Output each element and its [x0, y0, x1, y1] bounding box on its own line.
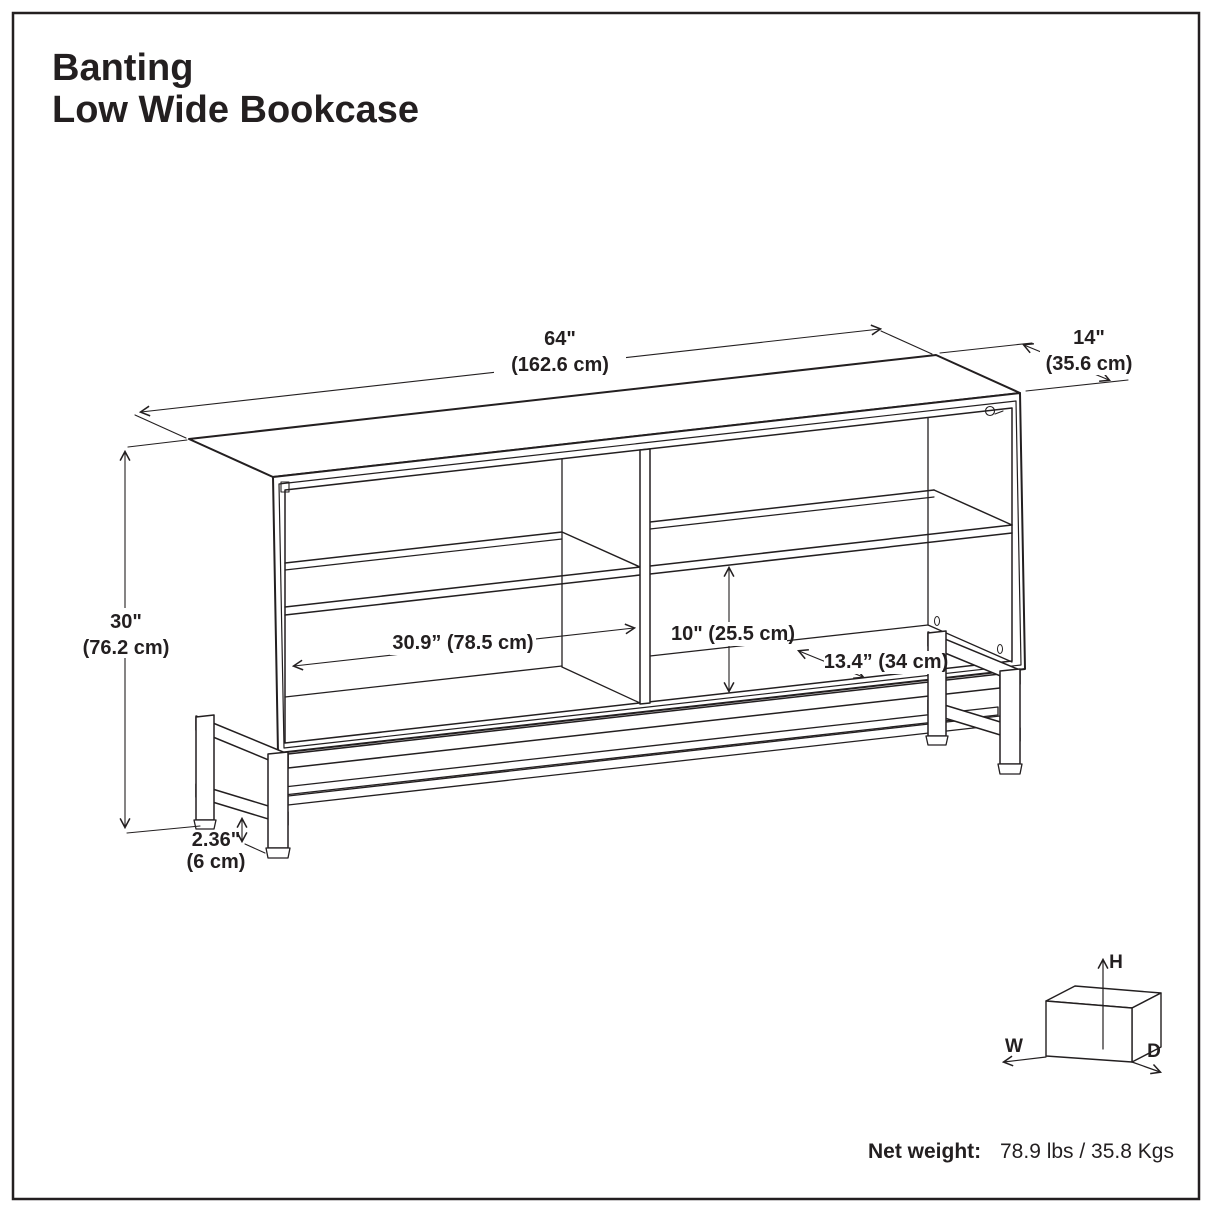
divider-floor-diagonal	[561, 666, 641, 704]
width-metric-label: (162.6 cm)	[511, 354, 609, 376]
width-imperial-label: 64"	[544, 328, 576, 350]
bookcase-drawing	[119, 324, 1129, 859]
shelf-right	[649, 489, 1013, 575]
floor-back-edge-right	[649, 624, 929, 657]
base-clearance-imperial-label: 2.36"	[192, 829, 240, 851]
base-clearance-metric-label: (6 cm)	[187, 851, 246, 873]
extension-line	[1025, 379, 1129, 392]
shelf-pin-hole	[997, 644, 1003, 654]
back-right-leg	[927, 630, 947, 737]
front-opening	[284, 407, 1013, 744]
shelf-left	[284, 531, 641, 616]
label-masks	[80, 348, 1140, 674]
depth-axis-label: D	[1147, 1041, 1161, 1062]
opening-height-label: 10" (25.5 cm)	[671, 623, 795, 645]
dimension-labels: 64" (162.6 cm) 14" (35.6 cm) 30" (76.2 c…	[83, 327, 1133, 873]
shelf-width-label: 30.9” (78.5 cm)	[392, 632, 533, 654]
cube-front-face	[1045, 1000, 1133, 1063]
front-left-leg	[267, 751, 289, 849]
leader-line	[244, 843, 266, 854]
front-frame-mid-line	[278, 400, 1022, 749]
back-left-leg	[195, 714, 215, 821]
cam-lock-tick	[994, 410, 1004, 415]
foot-pad	[997, 763, 1023, 775]
net-weight: Net weight: 78.9 lbs / 35.8 Kgs	[868, 1140, 1174, 1163]
foot-pad	[265, 847, 291, 859]
center-divider	[639, 448, 651, 705]
net-weight-value: 78.9 lbs / 35.8 Kgs	[1000, 1140, 1174, 1163]
floor-back-edge-left	[284, 665, 563, 698]
page-title-line1: Banting	[52, 47, 193, 89]
depth-imperial-label: 14"	[1073, 327, 1105, 349]
depth-metric-label: (35.6 cm)	[1046, 353, 1133, 375]
width-axis-label: W	[1005, 1036, 1023, 1057]
cam-lock-detail-right	[984, 405, 996, 417]
front-right-leg	[999, 668, 1021, 765]
height-imperial-label: 30"	[110, 611, 142, 633]
width-axis-arrow	[1001, 1055, 1047, 1067]
cam-lock-detail-left	[280, 481, 290, 493]
page-border	[11, 11, 1201, 1201]
extension-line	[134, 414, 187, 439]
shelf-depth-label: 13.4” (34 cm)	[824, 651, 949, 673]
extension-line	[126, 825, 201, 834]
depth-axis-arrow	[1131, 1061, 1163, 1075]
height-metric-label: (76.2 cm)	[83, 637, 170, 659]
extension-line	[939, 342, 1033, 354]
base-frame	[193, 630, 1023, 859]
page-title-line2: Low Wide Bookcase	[52, 89, 419, 131]
orientation-cube	[1001, 957, 1163, 1075]
shelf-pin-hole	[934, 616, 940, 626]
net-weight-label: Net weight:	[868, 1140, 981, 1163]
foot-pad	[925, 735, 949, 746]
extension-line	[127, 439, 188, 448]
axis-labels: W H D	[1005, 952, 1161, 1062]
height-axis-label: H	[1109, 952, 1123, 973]
extension-line	[880, 330, 933, 355]
foot-pad	[193, 819, 217, 830]
